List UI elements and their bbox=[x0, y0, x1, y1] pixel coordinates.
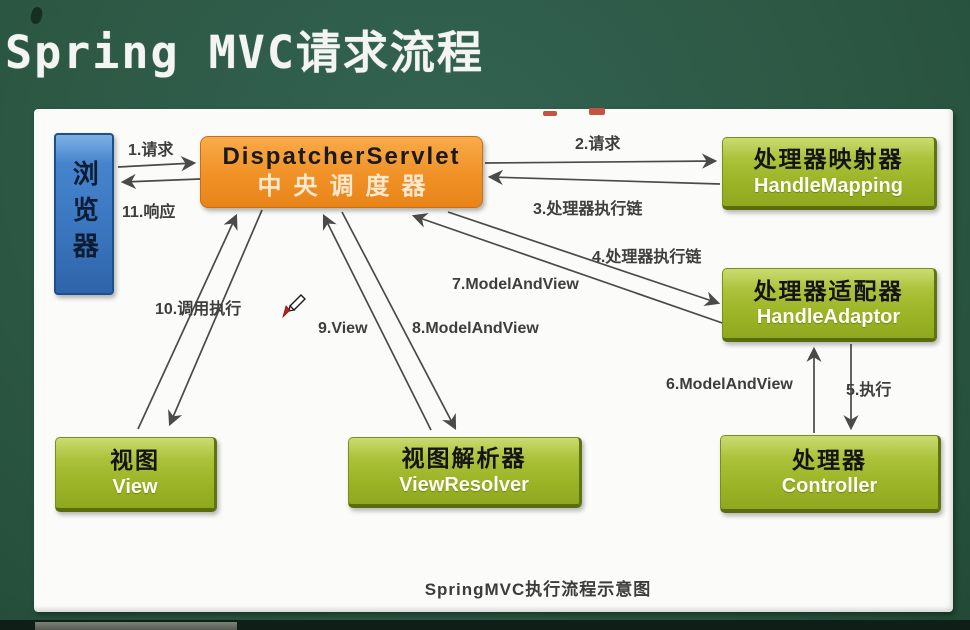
handler-adaptor-zh: 处理器适配器 bbox=[753, 277, 904, 304]
view-resolver-en: ViewResolver bbox=[399, 473, 529, 496]
node-view-resolver: 视图解析器 ViewResolver bbox=[348, 437, 582, 508]
view-zh: 视图 bbox=[110, 447, 160, 474]
controller-zh: 处理器 bbox=[792, 446, 867, 473]
arrow-3-exec-chain bbox=[487, 169, 721, 186]
flow-arrows bbox=[117, 153, 859, 433]
edge-label-10: 10.调用执行 bbox=[155, 301, 242, 318]
edge-label-5: 5.执行 bbox=[846, 382, 892, 399]
arrow-10-down bbox=[168, 209, 263, 427]
dispatcher-zh-label: 中央调度器 bbox=[257, 173, 438, 200]
controller-en: Controller bbox=[781, 475, 878, 498]
node-controller: 处理器 Controller bbox=[720, 435, 941, 513]
edge-label-8: 8.ModelAndView bbox=[412, 320, 539, 337]
bottom-bar-segment bbox=[35, 622, 237, 630]
edge-label-1: 1.请求 bbox=[128, 142, 174, 159]
diagram-panel: 浏览器 DispatcherServlet 中央调度器 处理器映射器 Handl… bbox=[34, 109, 953, 612]
arrow-8-modelandview bbox=[341, 211, 457, 431]
bottom-bar bbox=[0, 620, 970, 630]
node-dispatcher-servlet: DispatcherServlet 中央调度器 bbox=[200, 136, 483, 208]
mouse-cursor-icon bbox=[282, 294, 306, 319]
arrow-1-request bbox=[117, 156, 197, 172]
handler-adaptor-en: HandleAdaptor bbox=[756, 306, 901, 329]
red-mark-left bbox=[543, 111, 557, 116]
node-view: 视图 View bbox=[55, 437, 217, 512]
edge-label-11: 11.响应 bbox=[122, 204, 176, 221]
browser-label: 浏览器 bbox=[69, 160, 100, 268]
page-title: Spring MVC请求流程 bbox=[5, 26, 484, 79]
edge-label-2: 2.请求 bbox=[575, 136, 621, 153]
handler-mapping-en: HandleMapping bbox=[754, 174, 903, 197]
arrow-9-view bbox=[322, 213, 432, 431]
red-mark-right bbox=[589, 108, 605, 115]
edge-label-6: 6.ModelAndView bbox=[666, 376, 793, 393]
arrow-7-modelandview bbox=[411, 213, 732, 327]
view-en: View bbox=[112, 475, 158, 498]
edge-label-7: 7.ModelAndView bbox=[452, 276, 579, 293]
diagram-caption: SpringMVC执行流程示意图 bbox=[424, 580, 652, 599]
arrow-2-request bbox=[484, 153, 718, 169]
edge-label-4: 4.处理器执行链 bbox=[592, 249, 702, 266]
edge-label-9: 9.View bbox=[318, 320, 368, 337]
arrow-4-exec-chain bbox=[447, 211, 721, 307]
handler-mapping-zh: 处理器映射器 bbox=[753, 146, 904, 173]
view-resolver-zh: 视图解析器 bbox=[401, 445, 527, 472]
dispatcher-en-label: DispatcherServlet bbox=[222, 143, 461, 170]
arrow-10-up bbox=[137, 213, 238, 430]
node-handler-mapping: 处理器映射器 HandleMapping bbox=[722, 137, 937, 210]
edge-label-3: 3.处理器执行链 bbox=[533, 201, 643, 218]
arrow-11-response bbox=[120, 173, 201, 190]
node-browser: 浏览器 bbox=[54, 133, 114, 295]
node-handler-adaptor: 处理器适配器 HandleAdaptor bbox=[722, 268, 937, 342]
